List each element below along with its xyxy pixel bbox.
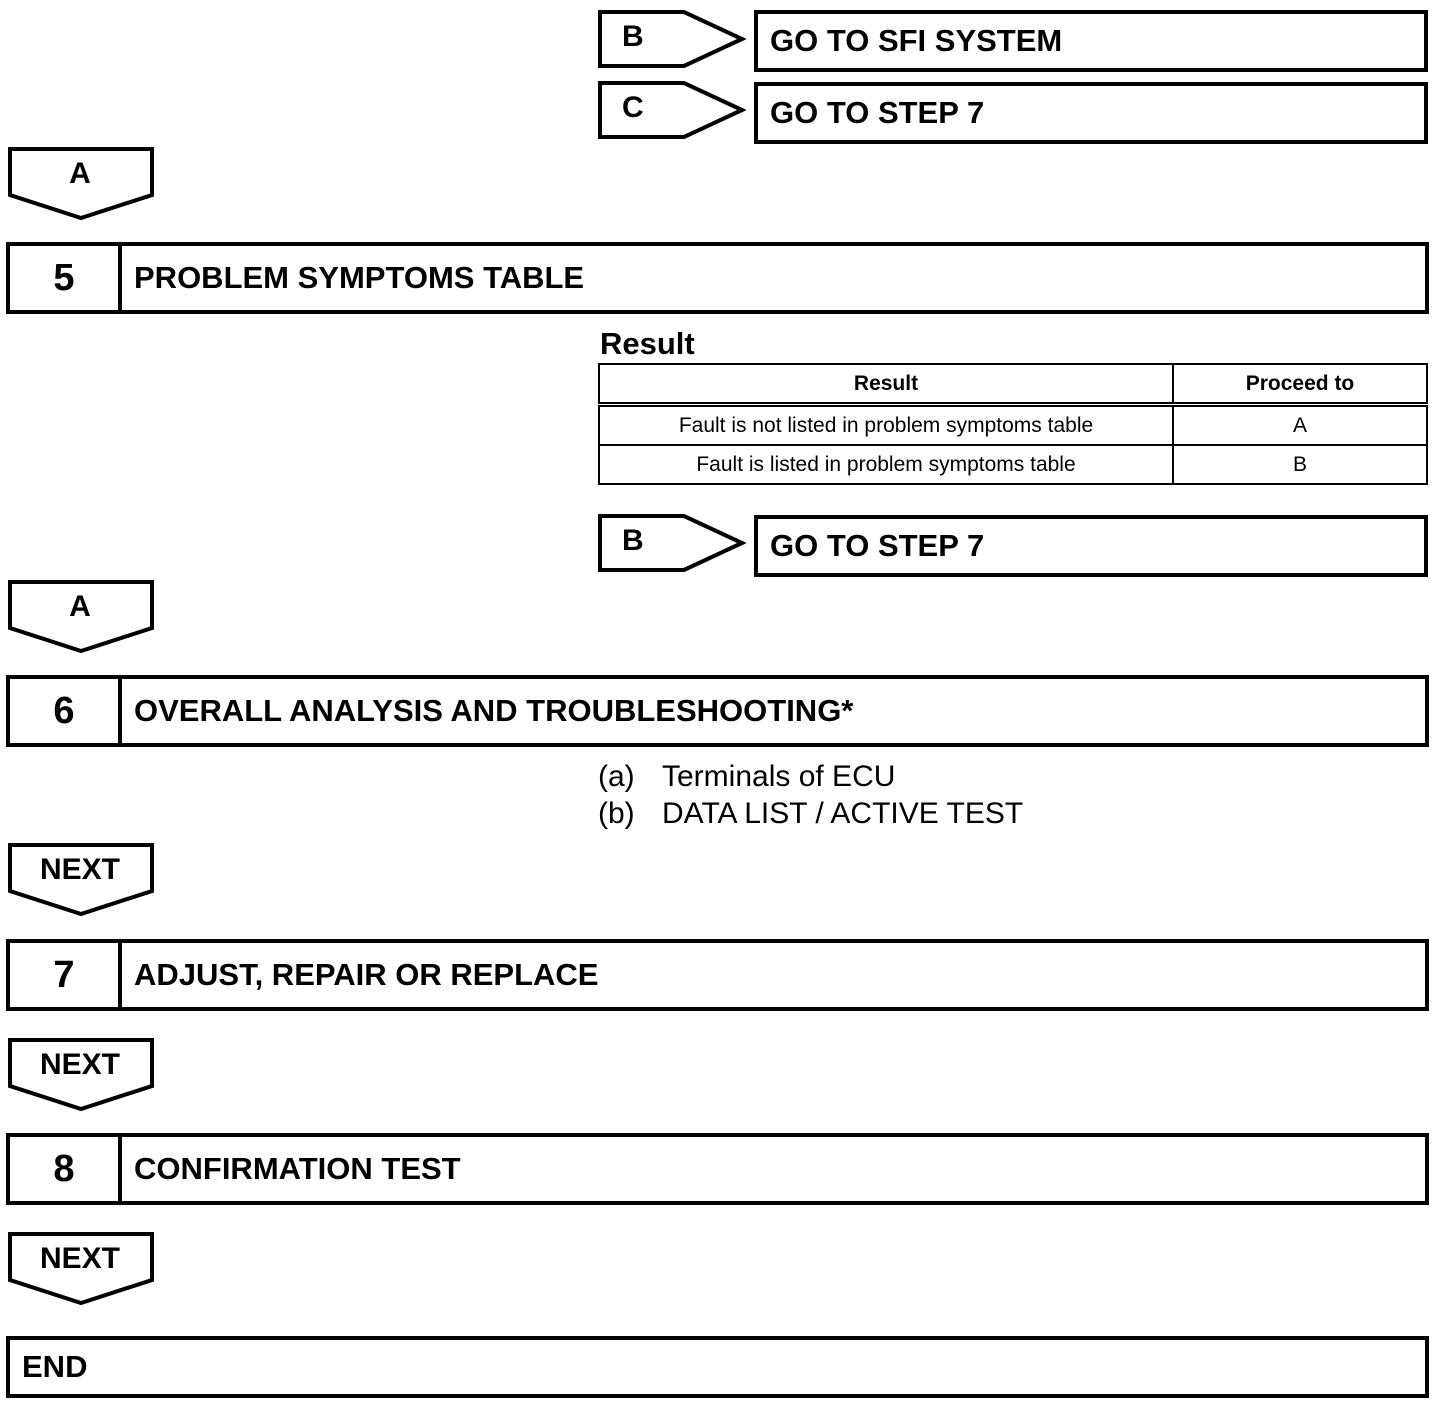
goto-sfi-system-box: GO TO SFI SYSTEM [754, 10, 1428, 72]
flow-arrow-next: NEXT [8, 1038, 156, 1112]
table-cell: Fault is not listed in problem symptoms … [598, 403, 1174, 446]
column-header: Proceed to [1172, 363, 1428, 407]
goto-step-7-box: GO TO STEP 7 [754, 82, 1428, 144]
arrow-down-shape [8, 1232, 154, 1306]
list-item-text: DATA LIST / ACTIVE TEST [662, 797, 1024, 830]
step-6-bar: 6 OVERALL ANALYSIS AND TROUBLESHOOTING* [6, 675, 1429, 747]
list-item: (a) Terminals of ECU [598, 758, 1023, 795]
branch-arrow-b: B [598, 10, 746, 68]
arrow-down-shape [8, 843, 154, 917]
step-number: 7 [10, 943, 122, 1007]
sub-item-list: (a) Terminals of ECU (b) DATA LIST / ACT… [598, 758, 1023, 832]
table-cell: B [1172, 444, 1428, 485]
step-8-bar: 8 CONFIRMATION TEST [6, 1133, 1429, 1205]
list-item-label: (a) [598, 760, 635, 793]
table-header-row: Result Proceed to [598, 363, 1428, 407]
table-row: Fault is listed in problem symptoms tabl… [598, 444, 1428, 485]
branch-letter: C [622, 91, 644, 124]
table-row: Fault is not listed in problem symptoms … [598, 403, 1428, 446]
arrow-down-shape [8, 580, 154, 654]
end-bar: END [6, 1336, 1429, 1398]
flow-arrow-label: A [69, 157, 91, 190]
step-title: OVERALL ANALYSIS AND TROUBLESHOOTING* [134, 693, 854, 728]
branch-letter: B [622, 20, 644, 53]
step-number: 5 [10, 246, 122, 310]
step-5-bar: 5 PROBLEM SYMPTOMS TABLE [6, 242, 1429, 314]
step-7-bar: 7 ADJUST, REPAIR OR REPLACE [6, 939, 1429, 1011]
flow-arrow-label: A [69, 590, 91, 623]
flow-arrow-next: NEXT [8, 843, 156, 917]
branch-arrow-c: C [598, 81, 746, 139]
list-item-label: (b) [598, 797, 635, 830]
arrow-right-shape [598, 10, 746, 68]
step-title: CONFIRMATION TEST [134, 1151, 461, 1186]
table-cell: Fault is listed in problem symptoms tabl… [598, 444, 1174, 485]
table-cell: A [1172, 403, 1428, 446]
flow-arrow-a: A [8, 147, 156, 221]
flow-arrow-next: NEXT [8, 1232, 156, 1306]
flow-arrow-a: A [8, 580, 156, 654]
step-title: ADJUST, REPAIR OR REPLACE [134, 957, 599, 992]
goto-step-7-box-mid: GO TO STEP 7 [754, 515, 1428, 577]
arrow-down-shape [8, 147, 154, 221]
flow-arrow-label: NEXT [39, 1048, 120, 1081]
branch-arrow-b-mid: B [598, 514, 746, 572]
list-item-text: Terminals of ECU [662, 760, 896, 793]
step-number: 6 [10, 679, 122, 743]
result-heading: Result [600, 326, 695, 361]
flow-arrow-label: NEXT [39, 853, 120, 886]
arrow-down-shape [8, 1038, 154, 1112]
arrow-right-shape [598, 81, 746, 139]
list-item: (b) DATA LIST / ACTIVE TEST [598, 795, 1023, 832]
branch-letter: B [622, 524, 644, 557]
result-table: Result Proceed to Fault is not listed in… [598, 363, 1428, 485]
step-number: 8 [10, 1137, 122, 1201]
step-title: PROBLEM SYMPTOMS TABLE [134, 260, 585, 295]
column-header: Result [598, 363, 1174, 407]
flow-arrow-label: NEXT [39, 1242, 120, 1275]
arrow-right-shape [598, 514, 746, 572]
